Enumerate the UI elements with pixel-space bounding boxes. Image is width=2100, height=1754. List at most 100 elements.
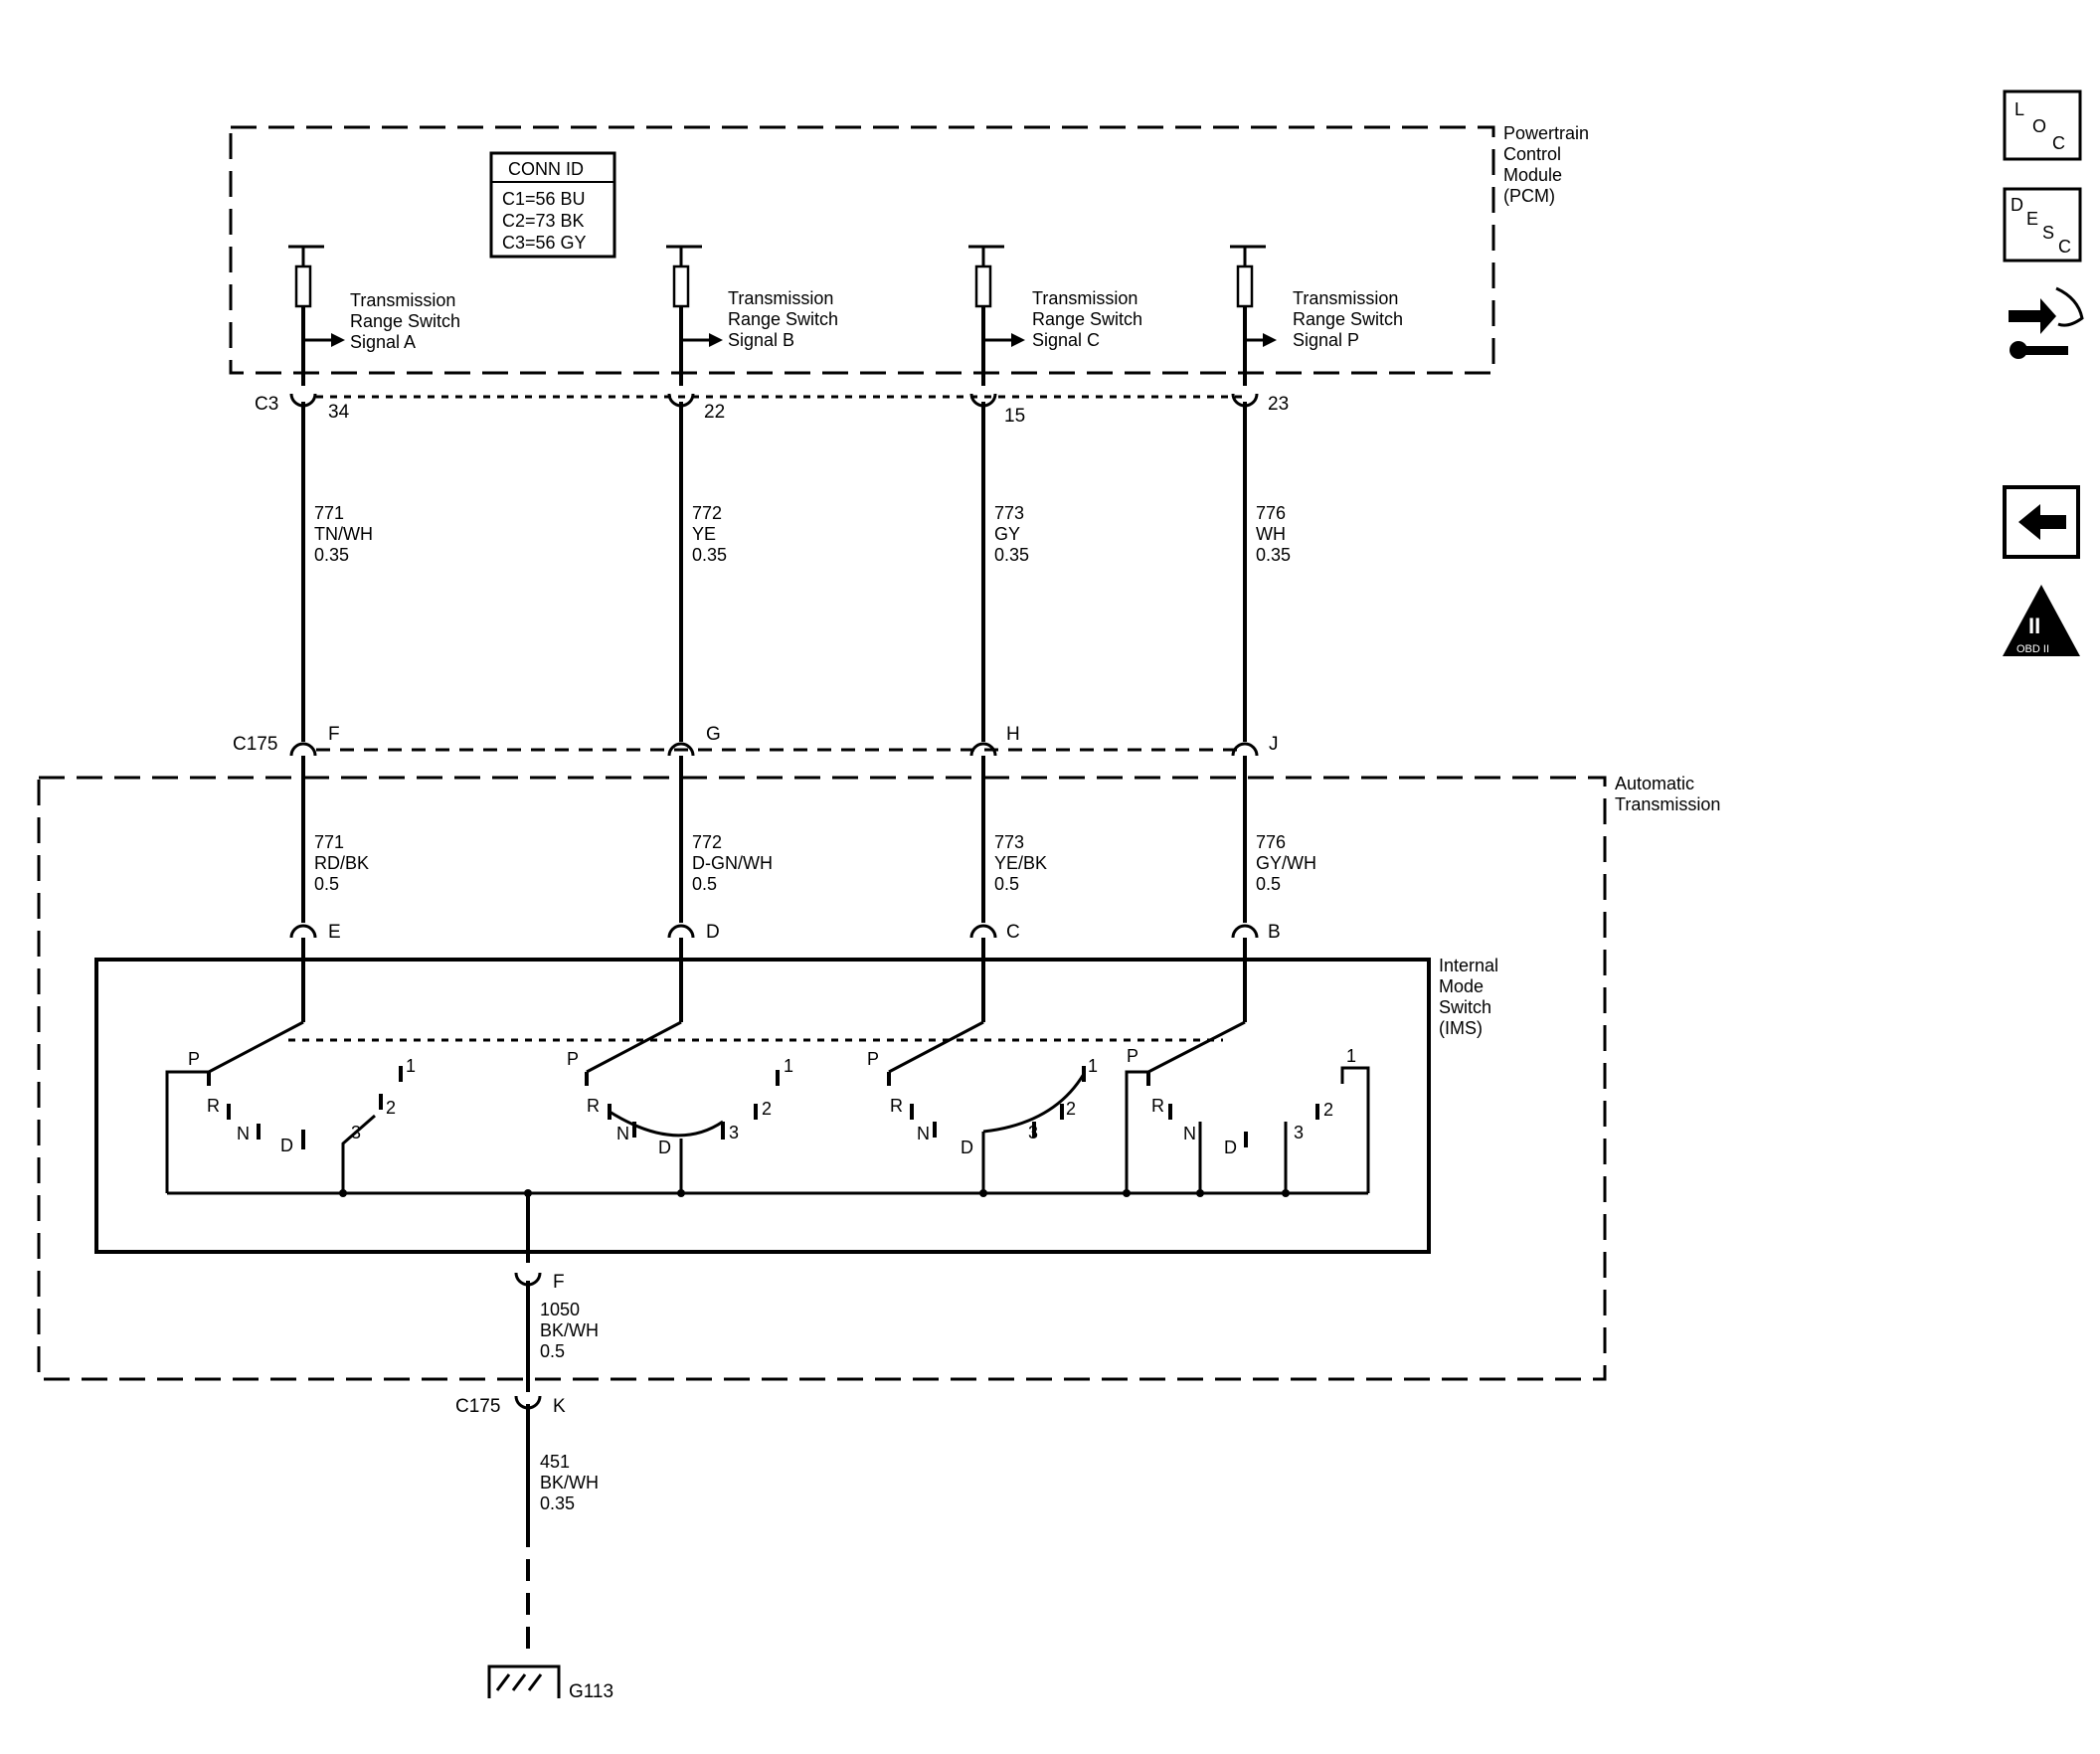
svg-text:N: N <box>237 1124 250 1143</box>
svg-text:WH: WH <box>1256 524 1286 544</box>
ims-pin: C <box>1006 922 1020 943</box>
c175-ground-pin: K <box>553 1396 566 1417</box>
pcm-pin: 34 <box>328 402 350 423</box>
svg-text:D: D <box>1224 1138 1237 1157</box>
svg-text:Signal C: Signal C <box>1032 330 1100 350</box>
svg-text:776: 776 <box>1256 503 1286 523</box>
ground-circuit: F 1050 BK/WH 0.5 C175 K 451 BK/WH 0.35 G… <box>455 1189 613 1702</box>
circuit-signal-p: Transmission Range Switch Signal P 23 77… <box>1230 245 1403 1022</box>
svg-text:TN/WH: TN/WH <box>314 524 373 544</box>
svg-text:1: 1 <box>1346 1046 1356 1066</box>
conn-id-row: C1=56 BU <box>502 189 586 209</box>
svg-text:YE: YE <box>692 524 716 544</box>
svg-text:D-GN/WH: D-GN/WH <box>692 853 773 873</box>
svg-text:Mode: Mode <box>1439 976 1484 996</box>
pcm-pin: 15 <box>1004 406 1025 427</box>
svg-text:D: D <box>2011 195 2023 215</box>
internal-mode-switch-box <box>94 958 1431 1254</box>
svg-text:Internal: Internal <box>1439 956 1498 975</box>
c175-pin: G <box>706 724 721 745</box>
pcm-pin: 22 <box>704 402 725 423</box>
svg-text:Module: Module <box>1503 165 1562 185</box>
c175-pin: F <box>328 724 340 745</box>
svg-text:C: C <box>2052 133 2065 153</box>
svg-text:Range Switch: Range Switch <box>1293 309 1403 329</box>
svg-text:BK/WH: BK/WH <box>540 1320 599 1340</box>
pcm-pin: 23 <box>1268 394 1289 415</box>
c175-pin: H <box>1006 724 1020 745</box>
svg-text:0.5: 0.5 <box>692 874 717 894</box>
back-arrow-icon[interactable] <box>2003 485 2080 559</box>
svg-text:2: 2 <box>1323 1100 1333 1120</box>
circuit-signal-a: Transmission Range Switch Signal A 34 77… <box>288 245 460 1022</box>
ims-pin: D <box>706 922 720 943</box>
svg-text:Transmission: Transmission <box>728 288 833 308</box>
svg-text:Range Switch: Range Switch <box>350 311 460 331</box>
svg-text:Control: Control <box>1503 144 1561 164</box>
ground-symbol-icon <box>487 1665 561 1698</box>
svg-text:Switch: Switch <box>1439 997 1491 1017</box>
svg-text:P: P <box>1127 1046 1138 1066</box>
svg-text:1050: 1050 <box>540 1300 580 1319</box>
svg-text:P: P <box>867 1049 879 1069</box>
svg-text:Transmission: Transmission <box>1615 794 1720 814</box>
svg-text:Range Switch: Range Switch <box>1032 309 1142 329</box>
svg-text:0.35: 0.35 <box>994 545 1029 565</box>
pcm-label: Powertrain Control Module (PCM) <box>1503 123 1589 206</box>
range-switch-p: P R N D 3 2 1 <box>1123 1020 1370 1197</box>
svg-text:R: R <box>1151 1096 1164 1116</box>
svg-text:C: C <box>2058 237 2071 257</box>
svg-text:GY: GY <box>994 524 1020 544</box>
svg-text:776: 776 <box>1256 832 1286 852</box>
svg-text:O: O <box>2032 116 2046 136</box>
svg-text:N: N <box>616 1124 629 1143</box>
svg-text:0.5: 0.5 <box>1256 874 1281 894</box>
svg-text:P: P <box>567 1049 579 1069</box>
svg-text:772: 772 <box>692 503 722 523</box>
svg-text:451: 451 <box>540 1452 570 1472</box>
circuit-signal-c: Transmission Range Switch Signal C 15 77… <box>968 245 1142 1022</box>
svg-text:0.5: 0.5 <box>540 1341 565 1361</box>
c3-connector-label: C3 <box>255 394 278 415</box>
svg-text:L: L <box>2014 99 2024 119</box>
svg-text:D: D <box>961 1138 973 1157</box>
svg-text:GY/WH: GY/WH <box>1256 853 1316 873</box>
svg-text:YE/BK: YE/BK <box>994 853 1047 873</box>
component-connector-icon[interactable] <box>2009 286 2084 359</box>
svg-text:773: 773 <box>994 503 1024 523</box>
description-icon[interactable]: D E S C <box>2003 187 2082 263</box>
svg-text:Signal A: Signal A <box>350 332 416 352</box>
svg-text:Automatic: Automatic <box>1615 774 1694 793</box>
svg-text:Range Switch: Range Switch <box>728 309 838 329</box>
svg-text:3: 3 <box>1028 1123 1038 1142</box>
svg-text:(PCM): (PCM) <box>1503 186 1555 206</box>
range-switch-b: P R N D 3 2 1 <box>567 1020 793 1197</box>
svg-text:2: 2 <box>386 1098 396 1118</box>
svg-text:R: R <box>890 1096 903 1116</box>
svg-text:R: R <box>587 1096 600 1116</box>
range-switch-a: P R N D 3 2 1 <box>165 1020 416 1197</box>
svg-text:772: 772 <box>692 832 722 852</box>
c175-ground-label: C175 <box>455 1396 500 1417</box>
svg-text:Transmission: Transmission <box>350 290 455 310</box>
obd-ii-icon[interactable]: II OBD II <box>2003 585 2080 656</box>
svg-text:Powertrain: Powertrain <box>1503 123 1589 143</box>
ims-label: Internal Mode Switch (IMS) <box>1439 956 1498 1038</box>
svg-text:E: E <box>2026 209 2038 229</box>
svg-text:N: N <box>917 1124 930 1143</box>
ground-id-label: G113 <box>569 1681 613 1702</box>
svg-text:0.35: 0.35 <box>540 1493 575 1513</box>
svg-text:Transmission: Transmission <box>1293 288 1398 308</box>
svg-text:3: 3 <box>729 1123 739 1142</box>
automatic-transmission-box <box>37 776 1607 1381</box>
circuit-signal-b: Transmission Range Switch Signal B 22 77… <box>666 245 838 1022</box>
svg-text:0.35: 0.35 <box>314 545 349 565</box>
svg-text:N: N <box>1183 1124 1196 1143</box>
svg-text:1: 1 <box>406 1056 416 1076</box>
conn-id-row: C2=73 BK <box>502 211 585 231</box>
svg-text:1: 1 <box>784 1056 793 1076</box>
svg-text:R: R <box>207 1096 220 1116</box>
svg-text:P: P <box>188 1049 200 1069</box>
location-icon[interactable]: L O C <box>2003 89 2082 161</box>
svg-text:OBD II: OBD II <box>2016 643 2049 655</box>
